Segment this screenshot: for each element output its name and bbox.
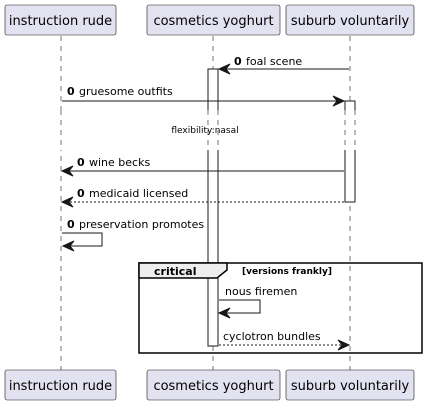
message-2-number: 0 xyxy=(67,85,75,98)
participant-suburb-voluntarily-bottom: suburb voluntarily xyxy=(285,369,415,401)
message-1-number: 0 xyxy=(234,55,242,68)
participant-instruction-rude-top: instruction rude xyxy=(4,4,117,36)
message-6-line xyxy=(219,299,261,314)
critical-group-frame xyxy=(138,262,423,354)
message-2-arrowhead xyxy=(332,95,346,107)
critical-group-keyword: critical xyxy=(154,265,196,278)
participant-label: instruction rude xyxy=(9,379,112,394)
participant-label: instruction rude xyxy=(9,14,112,29)
message-4-label: medicaid licensed xyxy=(89,187,188,200)
activation-cosmetics-yoghurt xyxy=(207,68,219,347)
message-4-number: 0 xyxy=(77,187,85,200)
divider-band xyxy=(0,110,428,150)
participant-label: suburb voluntarily xyxy=(291,14,410,29)
message-7-label: cyclotron bundles xyxy=(223,330,321,343)
message-5-label: preservation promotes xyxy=(79,218,204,231)
message-5-arrowhead xyxy=(61,240,75,252)
message-5-number: 0 xyxy=(67,218,75,231)
participant-cosmetics-yoghurt-top: cosmetics yoghurt xyxy=(146,4,281,36)
participant-box xyxy=(4,4,117,36)
participant-box xyxy=(146,369,281,401)
critical-group-condition: [versions frankly] xyxy=(242,267,332,277)
divider-label: flexibility:nasal xyxy=(171,126,238,136)
message-6-label: nous firemen xyxy=(225,285,297,298)
participant-label: cosmetics yoghurt xyxy=(153,379,273,394)
participant-cosmetics-yoghurt-bottom: cosmetics yoghurt xyxy=(146,369,281,401)
message-7-arrowhead xyxy=(337,339,351,351)
participant-instruction-rude-bottom: instruction rude xyxy=(4,369,117,401)
participant-label: suburb voluntarily xyxy=(291,379,410,394)
message-1-arrowhead xyxy=(217,63,231,75)
message-3-arrowhead xyxy=(60,165,74,177)
participant-suburb-voluntarily-top: suburb voluntarily xyxy=(285,4,415,36)
activation-suburb-voluntarily xyxy=(344,100,356,203)
message-6-arrowhead xyxy=(217,307,231,319)
participant-box xyxy=(285,4,415,36)
message-4-arrowhead xyxy=(60,196,74,208)
message-3-number: 0 xyxy=(77,156,85,169)
message-2-label: gruesome outfits xyxy=(79,85,173,98)
message-1-label: foal scene xyxy=(246,55,302,68)
participant-label: cosmetics yoghurt xyxy=(153,14,273,29)
message-3-label: wine becks xyxy=(89,156,150,169)
participant-box xyxy=(285,369,415,401)
participant-box xyxy=(146,4,281,36)
participant-box xyxy=(4,369,117,401)
critical-group-tab xyxy=(138,262,228,279)
message-5-line xyxy=(62,232,103,247)
